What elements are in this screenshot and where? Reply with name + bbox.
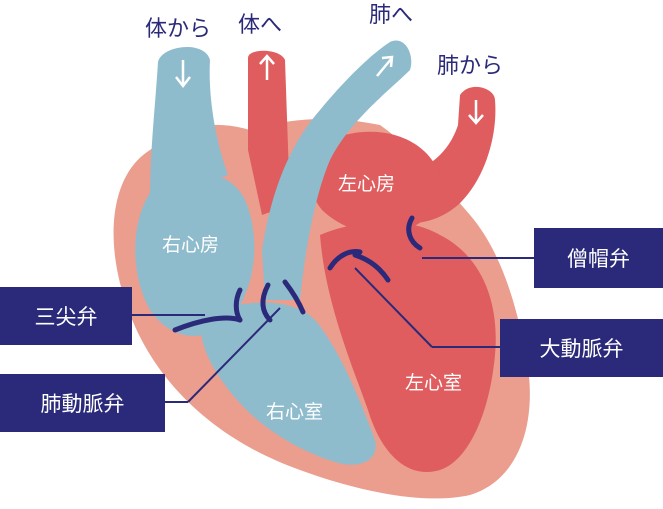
aorta — [248, 50, 290, 215]
pulmonary-valve — [260, 279, 306, 323]
tricuspid-valve-inner — [233, 287, 243, 323]
left-ventricle-label: 左心室 — [405, 372, 462, 394]
leader-lines — [132, 257, 534, 403]
right-atrium-label: 右心房 — [162, 234, 219, 256]
flow-arrows — [175, 54, 484, 125]
right-atrium — [135, 172, 255, 337]
left-atrium — [311, 131, 441, 234]
pulmonary-valve-label: 肺動脈弁 — [0, 374, 165, 432]
to-body-label: 体へ — [238, 13, 282, 38]
from-lungs-label: 肺から — [437, 54, 503, 79]
pulmonary-artery — [262, 40, 412, 301]
from-body-label: 体から — [145, 17, 211, 42]
valve-marks — [172, 215, 423, 333]
aortic-valve-label: 大動脈弁 — [500, 319, 663, 377]
tricuspid-valve — [172, 315, 243, 333]
right-ventricle-label: 右心室 — [266, 401, 323, 423]
left-atrium-label: 左心房 — [338, 173, 395, 195]
mitral-valve-label: 僧帽弁 — [534, 228, 663, 288]
left-ventricle — [320, 221, 496, 472]
to-lungs-label: 肺へ — [369, 3, 413, 28]
aortic-valve — [327, 249, 391, 283]
tricuspid-valve-label: 三尖弁 — [0, 287, 132, 345]
mitral-valve — [406, 215, 423, 251]
vena-cava — [150, 47, 228, 201]
